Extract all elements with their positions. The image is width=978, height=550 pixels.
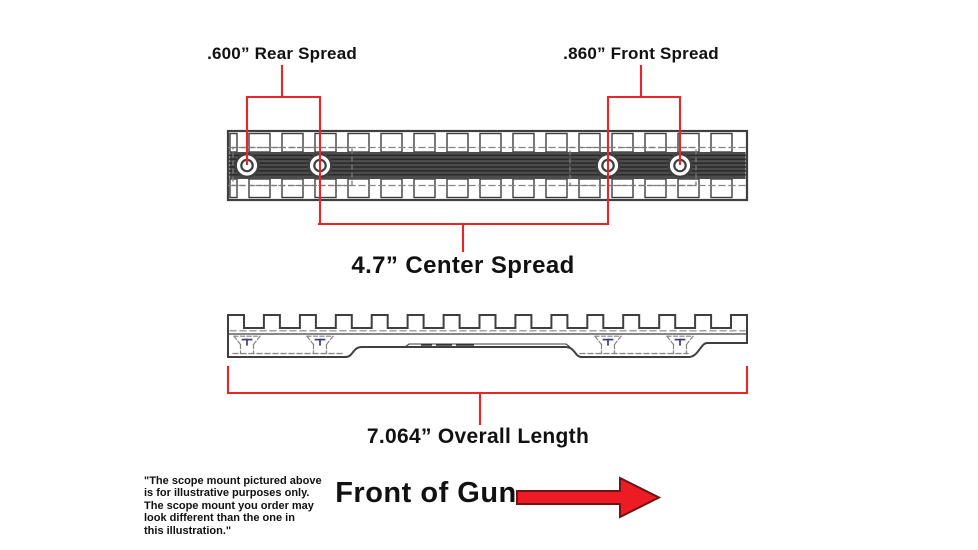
countersink-side	[685, 335, 694, 346]
countersink-side	[613, 335, 622, 346]
rail-slot	[644, 178, 667, 199]
rail-slot	[611, 178, 634, 199]
disclaimer-text: "The scope mount pictured above is for i…	[144, 475, 374, 537]
countersunk-screw-hidden	[594, 335, 622, 355]
rail-slot	[347, 132, 370, 153]
rail-slot	[229, 178, 238, 199]
countersunk-screw-hidden	[306, 335, 334, 355]
rail-slot	[611, 132, 634, 153]
countersink-side	[325, 335, 334, 346]
disclaimer-line: is for illustrative purposes only.	[144, 487, 310, 500]
disclaimer-line: The scope mount you order may	[144, 499, 314, 512]
rail-slot	[248, 132, 271, 153]
rail-slot	[545, 178, 568, 199]
rail-slot	[446, 178, 469, 199]
rail-slot	[413, 132, 436, 153]
rail-slot	[446, 132, 469, 153]
rail-side-view	[227, 314, 748, 358]
rail-slot	[314, 178, 337, 199]
rail-slot	[512, 132, 535, 153]
countersunk-screw-hidden	[666, 335, 694, 355]
rail-top-view	[226, 129, 749, 202]
side-profile-outline	[227, 314, 748, 358]
countersink-side	[233, 335, 242, 346]
rail-slot	[710, 178, 733, 199]
rail-slot	[512, 178, 535, 199]
countersink-side	[306, 335, 315, 346]
overall-length-label: 7.064” Overall Length	[366, 425, 590, 448]
rear-recess-hidden-outline	[232, 146, 353, 187]
disclaimer-line: this illustration."	[144, 524, 232, 537]
countersunk-screw-hidden	[233, 335, 261, 355]
rail-slot	[281, 178, 304, 199]
rail-slot	[380, 178, 403, 199]
front-recess-hidden-outline	[569, 146, 697, 187]
center-spread-label: 4.7” Center Spread	[351, 252, 575, 279]
rail-slot	[281, 132, 304, 153]
rear-spread-label: .600” Rear Spread	[207, 44, 357, 63]
countersink-side	[666, 335, 675, 346]
front-of-gun-arrow	[516, 476, 662, 519]
countersink-side	[594, 335, 603, 346]
rail-slot	[710, 132, 733, 153]
front-spread-label: .860” Front Spread	[563, 44, 719, 63]
relief-cut-line	[404, 343, 571, 348]
rail-slot	[347, 178, 370, 199]
rail-slot	[248, 178, 271, 199]
rail-slot	[578, 132, 601, 153]
disclaimer-line: look different than the one in	[144, 512, 295, 525]
rail-slot	[578, 178, 601, 199]
front-of-gun-label: Front of Gun	[335, 477, 517, 509]
disclaimer-line: "The scope mount pictured above	[144, 475, 322, 487]
rail-slot	[380, 132, 403, 153]
rail-slot	[677, 132, 700, 153]
rail-slot	[644, 132, 667, 153]
countersink-side	[252, 335, 261, 346]
rail-slot	[479, 178, 502, 199]
rail-slot	[545, 132, 568, 153]
rail-slot	[413, 178, 436, 199]
rail-slot	[479, 132, 502, 153]
rail-slot	[314, 132, 337, 153]
dimension-lines	[226, 64, 749, 426]
